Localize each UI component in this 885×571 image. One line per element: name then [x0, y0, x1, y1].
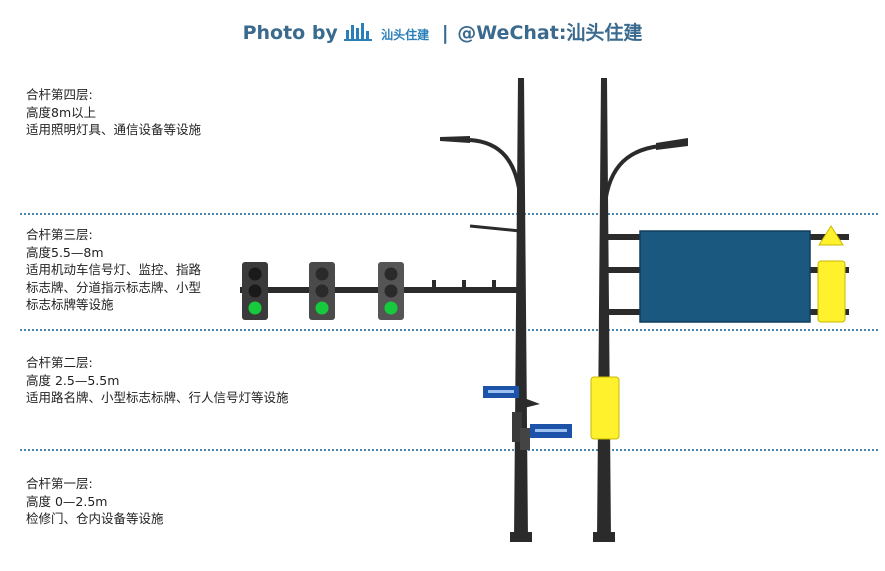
brand-logo-icon	[344, 22, 374, 47]
layer-usage-line: 检修门、仓内设备等设施	[26, 511, 164, 526]
credit-prefix: Photo by	[242, 22, 338, 44]
left-street-lamp-icon	[440, 136, 470, 143]
brand-name: 汕头住建	[381, 28, 430, 42]
layer-divider-3-2	[20, 329, 878, 331]
warning-triangle-icon	[818, 225, 844, 246]
layer-usage-line: 适用照明灯具、通信设备等设施	[26, 122, 202, 137]
layer-divider-4-3	[20, 213, 878, 215]
pedestrian-signal-icon	[512, 412, 522, 442]
credit-separator: |	[441, 22, 449, 44]
layer-2-description: 合杆第二层: 高度 2.5—5.5m 适用路名牌、小型标志标牌、行人信号灯等设施	[26, 354, 289, 407]
monitor-arm	[469, 224, 521, 233]
layer-title: 合杆第二层:	[26, 355, 93, 370]
layer-height: 高度 2.5—5.5m	[26, 372, 120, 388]
layer-height: 高度 0—2.5m	[26, 493, 108, 509]
yellow-equipment-box	[817, 260, 846, 323]
traffic-signal-2-icon	[309, 262, 335, 320]
yellow-pole-cabinet	[590, 376, 620, 440]
layer-usage-line: 适用机动车信号灯、监控、指路	[26, 262, 202, 277]
layer-height: 高度5.5—8m	[26, 244, 104, 260]
layer-title: 合杆第四层:	[26, 87, 93, 102]
layer-title: 合杆第一层:	[26, 476, 93, 491]
layer-usage-line: 标志标牌等设施	[26, 297, 114, 312]
right-street-lamp-icon	[656, 138, 688, 150]
layer-4-description: 合杆第四层: 高度8m以上 适用照明灯具、通信设备等设施	[26, 86, 201, 139]
guide-sign-panel	[639, 230, 811, 323]
layer-divider-2-1	[20, 449, 878, 451]
layer-usage-line: 适用路名牌、小型标志标牌、行人信号灯等设施	[26, 390, 289, 405]
layer-height: 高度8m以上	[26, 104, 97, 120]
layer-1-description: 合杆第一层: 高度 0—2.5m 检修门、仓内设备等设施	[26, 475, 164, 528]
photo-credit: Photo by 汕头住建 | @WeChat:汕头住建	[0, 18, 885, 47]
traffic-signal-3-icon	[378, 262, 404, 320]
wechat-handle: @WeChat:汕头住建	[457, 22, 643, 44]
traffic-signal-1-icon	[242, 262, 268, 320]
layer-title: 合杆第三层:	[26, 227, 93, 242]
layer-3-description: 合杆第三层: 高度5.5—8m 适用机动车信号灯、监控、指路 标志牌、分道指示标…	[26, 226, 201, 314]
layer-usage-line: 标志牌、分道指示标志牌、小型	[26, 279, 202, 295]
